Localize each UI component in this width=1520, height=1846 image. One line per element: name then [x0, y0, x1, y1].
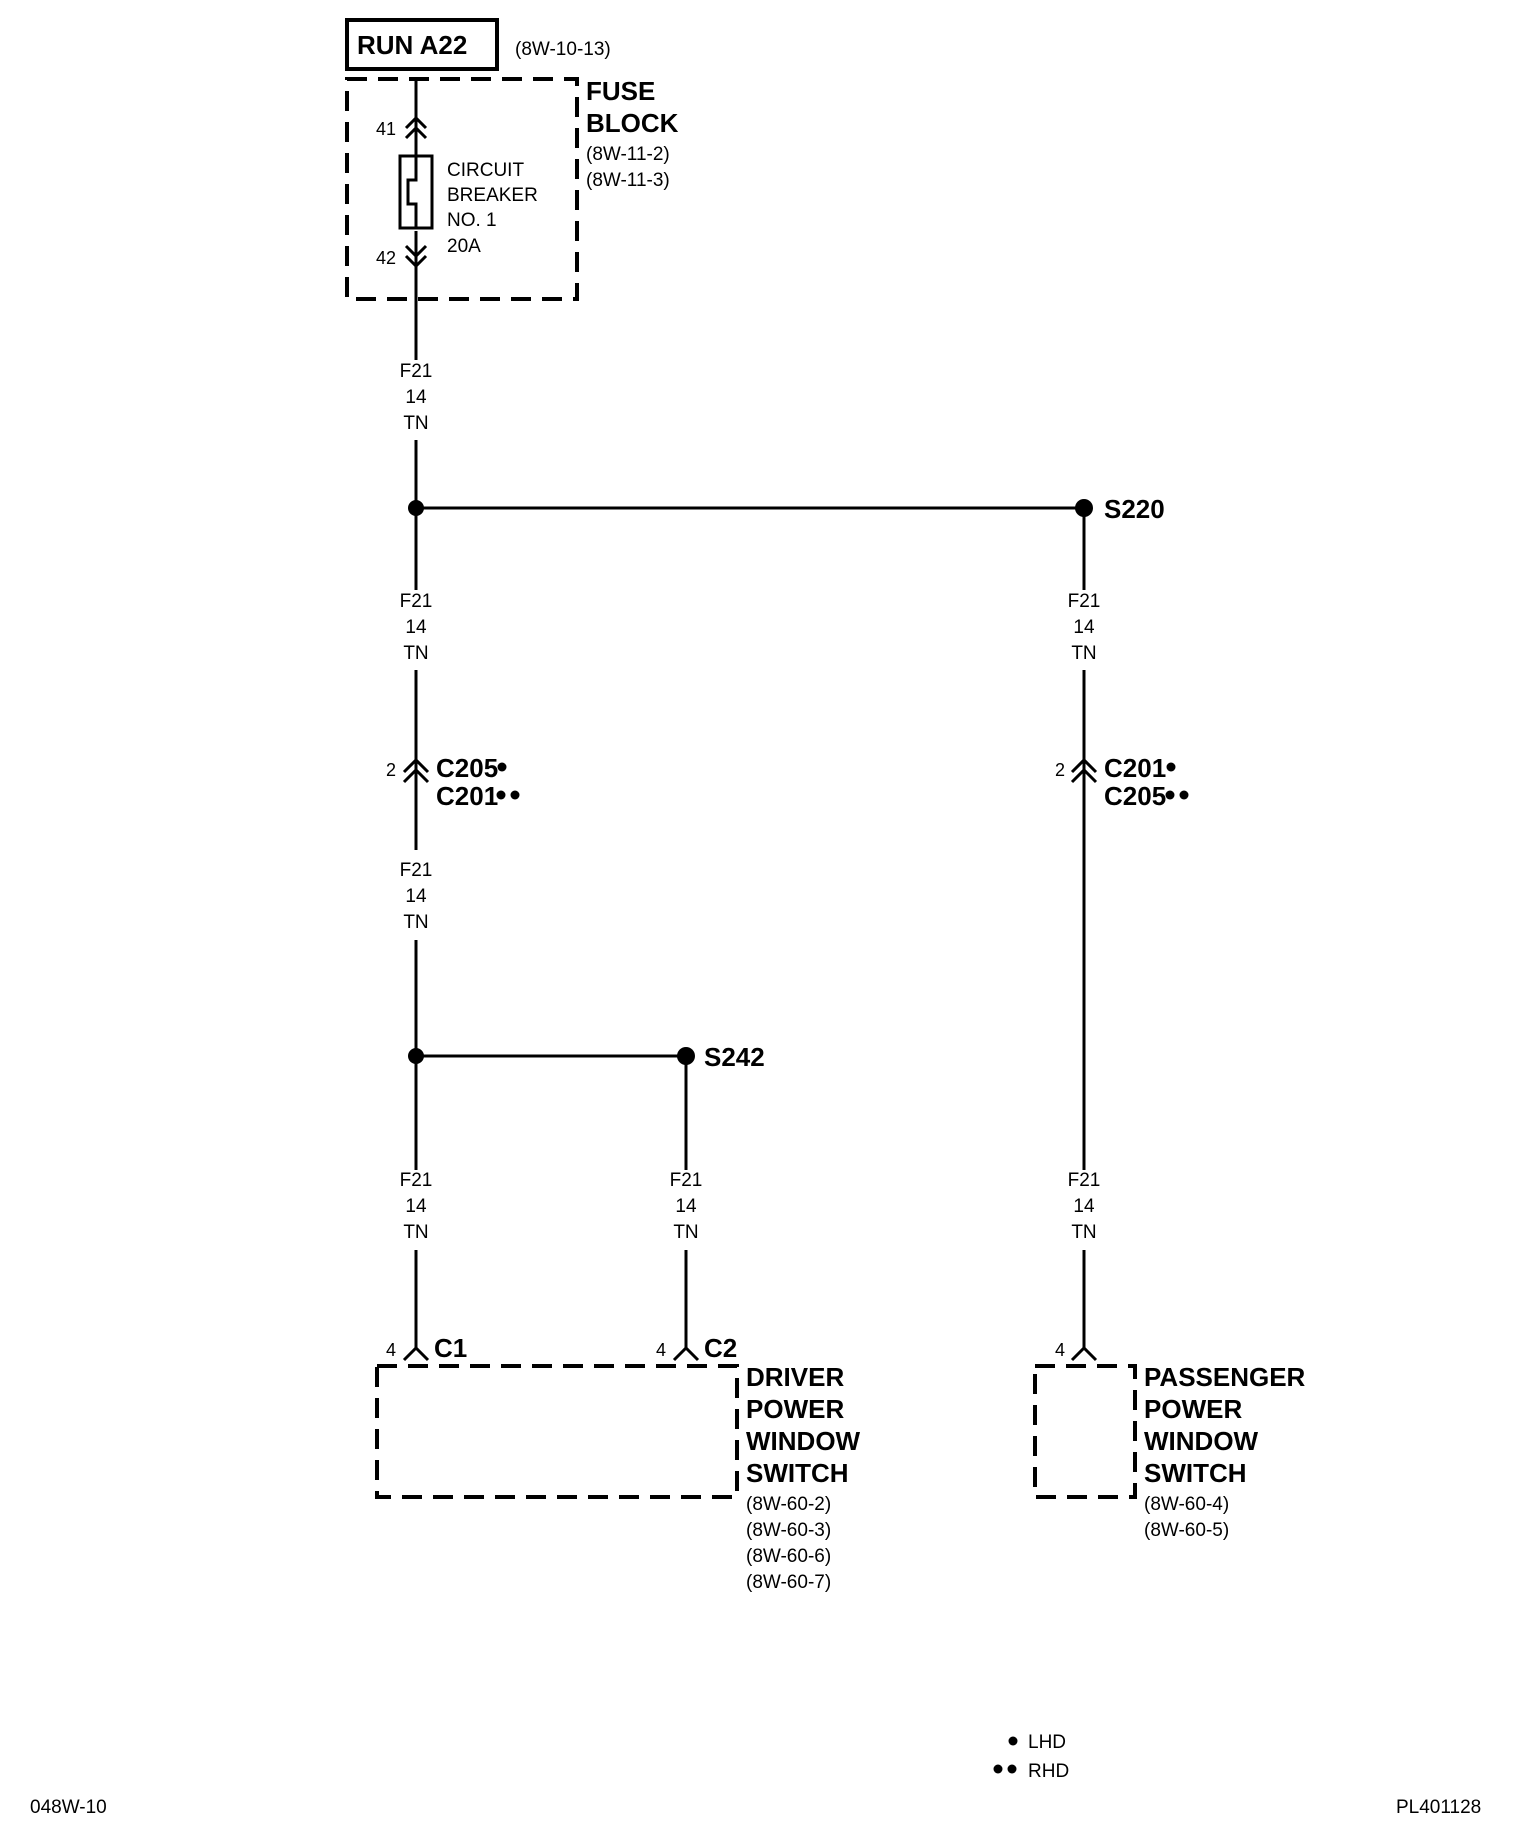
fuse-block-box: [345, 77, 579, 301]
wire-label-1-color: TN: [403, 413, 428, 434]
c1-label: C1: [434, 1333, 467, 1363]
c201-pin-label: 2: [1055, 760, 1065, 780]
c2-pin-label: 4: [656, 1340, 666, 1360]
wire-label-2-circuit: F21: [400, 591, 433, 612]
legend-lhd-label: LHD: [1028, 1732, 1066, 1753]
c201-rhd-dot-2: [510, 790, 520, 800]
wire-label-2-color: TN: [403, 643, 428, 664]
run-a22-ref: (8W-10-13): [515, 39, 611, 60]
wire-label-3-color: TN: [403, 912, 428, 933]
wire-label-4-circuit: F21: [400, 1170, 433, 1191]
passenger-switch-line-1: PASSENGER: [1144, 1362, 1306, 1392]
c1-chevron: [402, 1345, 430, 1362]
pin-41-label: 41: [376, 119, 396, 139]
c201-rhd-dot-1: [496, 790, 506, 800]
c205-chevron: [402, 757, 430, 774]
wire-label-4-gauge: 14: [405, 1196, 427, 1217]
wire-label-r1-gauge: 14: [1073, 617, 1095, 638]
wire-label-1-circuit: F21: [400, 361, 433, 382]
passenger-switch-line-2: POWER: [1144, 1394, 1242, 1424]
fuse-block-ref-2: (8W-11-3): [586, 170, 670, 191]
wire-label-3-circuit: F21: [400, 860, 433, 881]
legend-rhd-dot-1: [993, 1764, 1003, 1774]
c1-pin-label: 4: [386, 1340, 396, 1360]
passenger-switch-ref-1: (8W-60-4): [1144, 1494, 1229, 1515]
driver-switch-line-3: WINDOW: [746, 1426, 861, 1456]
c205-lhd-dot: [497, 762, 507, 772]
driver-switch-ref-4: (8W-60-7): [746, 1572, 831, 1593]
fuse-block-title-2: BLOCK: [586, 108, 679, 138]
circuit-breaker-element: [406, 156, 418, 228]
driver-switch-ref-1: (8W-60-2): [746, 1494, 831, 1515]
wire-label-2-gauge: 14: [405, 617, 427, 638]
passenger-chevron: [1070, 1345, 1098, 1362]
run-a22-label: RUN A22: [357, 30, 467, 60]
breaker-label-2: BREAKER: [447, 185, 538, 206]
wire-label-5-circuit: F21: [670, 1170, 703, 1191]
c205-rhd-dot-1: [1165, 790, 1175, 800]
pin-42-chevron-2: [404, 254, 428, 269]
c201-chevron: [1070, 757, 1098, 774]
c205-label: C205: [436, 753, 498, 783]
splice-s220-label: S220: [1104, 494, 1165, 524]
passenger-switch-box: [1033, 1364, 1137, 1499]
passenger-switch-line-3: WINDOW: [1144, 1426, 1259, 1456]
c201-label-left: C201: [436, 781, 498, 811]
breaker-label-4: 20A: [447, 236, 481, 257]
wire-label-3-gauge: 14: [405, 886, 427, 907]
legend-lhd-dot: [1008, 1736, 1018, 1746]
driver-switch-line-4: SWITCH: [746, 1458, 849, 1488]
circuit-breaker-symbol: [398, 154, 434, 230]
legend-rhd-dot-2: [1007, 1764, 1017, 1774]
pin-41-chevron-2: [404, 125, 428, 140]
wire-label-r2-color: TN: [1071, 1222, 1096, 1243]
c2-chevron: [672, 1345, 700, 1362]
run-a22-box: [345, 18, 499, 71]
fuse-block-ref-1: (8W-11-2): [586, 144, 670, 165]
breaker-label-1: CIRCUIT: [447, 160, 524, 181]
wire-label-r1-circuit: F21: [1068, 591, 1101, 612]
splice-s220-dot: [1075, 499, 1093, 517]
c205-label-right: C205: [1104, 781, 1166, 811]
c205-chevron-2: [402, 767, 430, 784]
c201-label-right: C201: [1104, 753, 1166, 783]
wire-label-r2-gauge: 14: [1073, 1196, 1095, 1217]
wire-label-r2-circuit: F21: [1068, 1170, 1101, 1191]
c201-lhd-dot: [1166, 762, 1176, 772]
fuse-block-title-1: FUSE: [586, 76, 655, 106]
splice-s242-label: S242: [704, 1042, 765, 1072]
pin-41-chevron: [404, 115, 428, 130]
driver-switch-box: [375, 1364, 739, 1499]
footer-drawing-id: PL401128: [1396, 1797, 1481, 1818]
driver-switch-line-1: DRIVER: [746, 1362, 844, 1392]
passenger-pin-label: 4: [1055, 1340, 1065, 1360]
c205-pin-label: 2: [386, 760, 396, 780]
wire-label-r1-color: TN: [1071, 643, 1096, 664]
passenger-switch-line-4: SWITCH: [1144, 1458, 1247, 1488]
wire-label-4-color: TN: [403, 1222, 428, 1243]
pin-42-label: 42: [376, 248, 396, 268]
wire-label-5-gauge: 14: [675, 1196, 697, 1217]
driver-switch-line-2: POWER: [746, 1394, 844, 1424]
pin-42-chevron: [404, 244, 428, 259]
c2-label: C2: [704, 1333, 737, 1363]
wire-label-5-color: TN: [673, 1222, 698, 1243]
breaker-label-3: NO. 1: [447, 210, 497, 231]
legend-rhd-label: RHD: [1028, 1761, 1069, 1782]
c205-rhd-dot-2: [1179, 790, 1189, 800]
wire-label-1-gauge: 14: [405, 387, 427, 408]
passenger-switch-ref-2: (8W-60-5): [1144, 1520, 1229, 1541]
c201-chevron-2: [1070, 767, 1098, 784]
footer-page-id: 048W-10: [30, 1797, 107, 1818]
driver-switch-ref-2: (8W-60-3): [746, 1520, 831, 1541]
driver-switch-ref-3: (8W-60-6): [746, 1546, 831, 1567]
